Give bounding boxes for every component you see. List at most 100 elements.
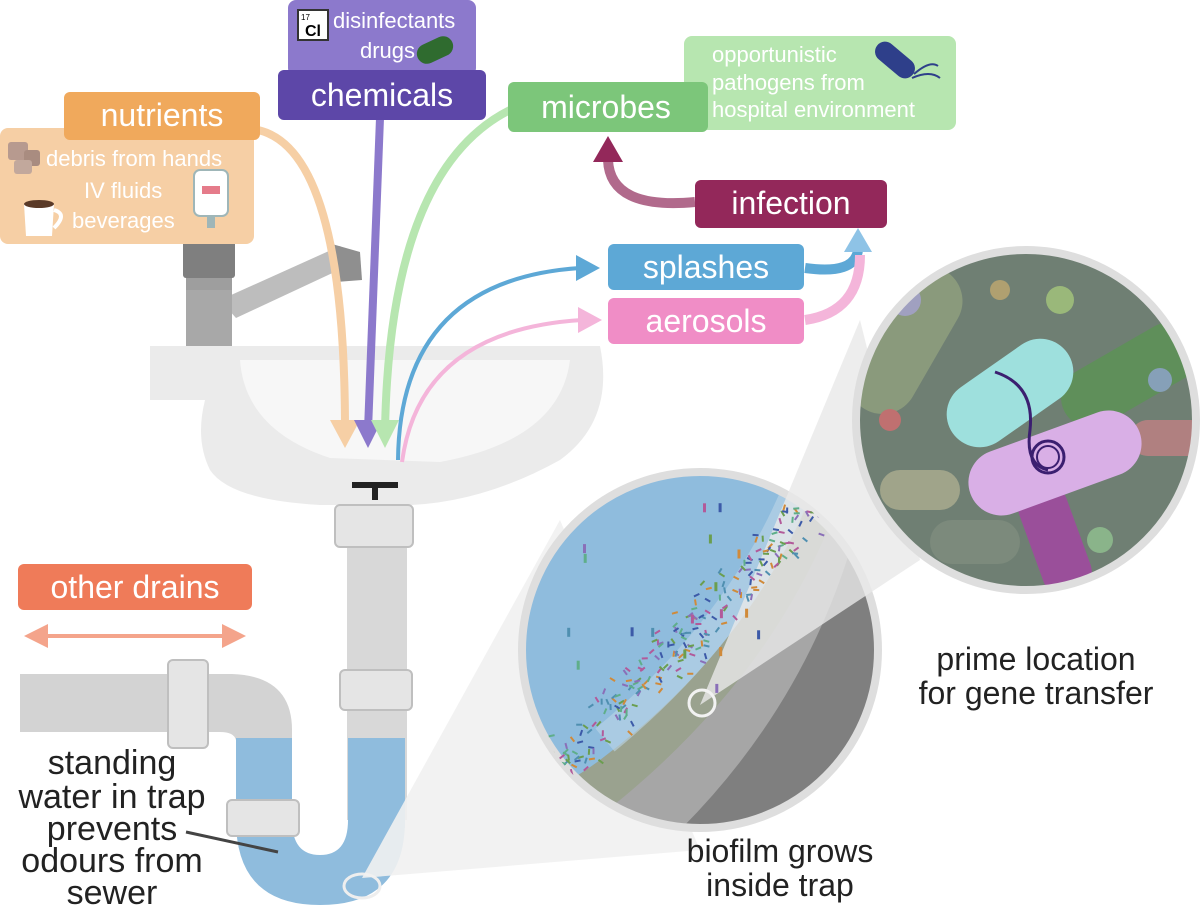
floating-cell (715, 683, 719, 693)
biofilm-speck (601, 730, 604, 737)
chemicals-arrow (364, 117, 384, 431)
biofilm-speck (634, 679, 641, 683)
biofilm-speck (637, 685, 644, 691)
biofilm-speck (703, 639, 710, 643)
splashes-box (608, 244, 804, 290)
floating-cell (757, 630, 761, 640)
biofilm-speck (621, 683, 629, 688)
biofilm-speck (804, 510, 810, 517)
biofilm-speck (654, 629, 661, 635)
biofilm-speck (565, 758, 571, 765)
biofilm-speck (762, 549, 769, 553)
biofilm-speck (762, 560, 769, 567)
faucet (183, 234, 362, 348)
biofilm-speck (656, 667, 662, 674)
biofilm-speck (586, 728, 593, 735)
gene-transfer-line-2: for gene transfer (919, 675, 1154, 711)
biofilm-speck (657, 687, 664, 694)
standing-water-line-3: prevents (47, 810, 177, 848)
aerosols-box (608, 298, 804, 344)
biofilm-speck (762, 552, 770, 555)
biofilm-speck (658, 676, 663, 684)
splashes-arrow-head (576, 255, 600, 281)
microbes-detail-line-3: hospital environment (712, 97, 915, 122)
biofilm-speck (698, 614, 705, 619)
biofilm-speck (630, 720, 635, 727)
biofilm-speck (658, 665, 665, 672)
biofilm-speck (774, 552, 780, 559)
biofilm-speck (794, 514, 800, 521)
biofilm-speck (614, 693, 621, 698)
biofilm-speck (576, 740, 584, 744)
biofilm-speck (668, 643, 675, 647)
floating-cell (651, 627, 655, 637)
other-drains-label: other drains (51, 569, 220, 605)
biofilm-speck (648, 648, 655, 655)
biofilm-speck (623, 713, 628, 720)
biofilm-speck (609, 703, 612, 711)
biofilm-speck (787, 528, 794, 535)
biofilm-speck (603, 708, 608, 715)
nutrients-item-debris: debris from hands (46, 146, 222, 171)
biofilm-speck (622, 698, 627, 706)
standing-water-pointer (185, 830, 279, 854)
biofilm-speck (714, 626, 720, 633)
biofilm-speck (778, 517, 783, 525)
biofilm-speck (573, 755, 580, 761)
biofilm-speck (609, 677, 616, 682)
biofilm-speck (704, 597, 711, 603)
aerosols-to-infection (804, 254, 865, 325)
microbes-detail-line-2: pathogens from (712, 70, 865, 95)
biofilm-speck (767, 543, 773, 549)
biofilm-speck (756, 572, 763, 577)
biofilm-speck (689, 652, 696, 657)
biofilm-speck (769, 548, 777, 553)
microbes-box: microbes opportunistic pathogens from ho… (508, 36, 956, 132)
biofilm-speck (781, 554, 788, 560)
floating-cell (719, 609, 723, 619)
floating-cell (683, 649, 687, 659)
nutrients-box: nutrients debris from hands IV fluids be… (0, 92, 260, 244)
standing-water-line-1: standing (48, 744, 177, 782)
biofilm-speck (666, 664, 673, 671)
splashes-to-infection (804, 248, 863, 275)
biofilm-speck (772, 528, 780, 532)
biofilm-speck (678, 628, 684, 635)
biofilm-speck (672, 622, 679, 628)
biofilm-speck (587, 748, 591, 755)
biofilm-speck (705, 586, 712, 591)
biofilm-speck (594, 696, 600, 703)
biofilm-speck (651, 638, 658, 643)
biofilm-speck (577, 755, 584, 759)
biofilm-speck (570, 763, 578, 769)
biofilm-speck (758, 558, 765, 561)
nutrients-detail-panel (0, 128, 254, 244)
floating-cell (630, 627, 634, 637)
biofilm-speck (591, 721, 597, 728)
biofilm-speck (655, 682, 662, 686)
biofilm-speck (596, 720, 602, 727)
debris-icon (8, 142, 40, 174)
biofilm-speck (764, 570, 771, 576)
biofilm-speck (654, 654, 661, 661)
floating-cell (714, 582, 718, 592)
biofilm-speck (635, 689, 641, 695)
biofilm-speck (711, 615, 718, 621)
biofilm-speck (638, 659, 643, 666)
biofilm-speck (662, 663, 669, 670)
biofilm-speck (673, 627, 680, 633)
biofilm-speck (687, 612, 694, 618)
biofilm-speck (682, 641, 688, 649)
biofilm-speck (704, 609, 711, 615)
biofilm-speck (548, 734, 555, 738)
biofilm-speck (582, 724, 589, 730)
biofilm-speck (751, 586, 758, 589)
standing-water-line-5: sewer (67, 874, 158, 910)
splashes-arrow (396, 266, 581, 461)
biofilm-speck (587, 703, 594, 709)
biofilm-speck (588, 746, 595, 749)
iv-bag-icon (193, 169, 229, 228)
floating-cell (719, 647, 723, 657)
biofilm-speck (747, 570, 754, 577)
